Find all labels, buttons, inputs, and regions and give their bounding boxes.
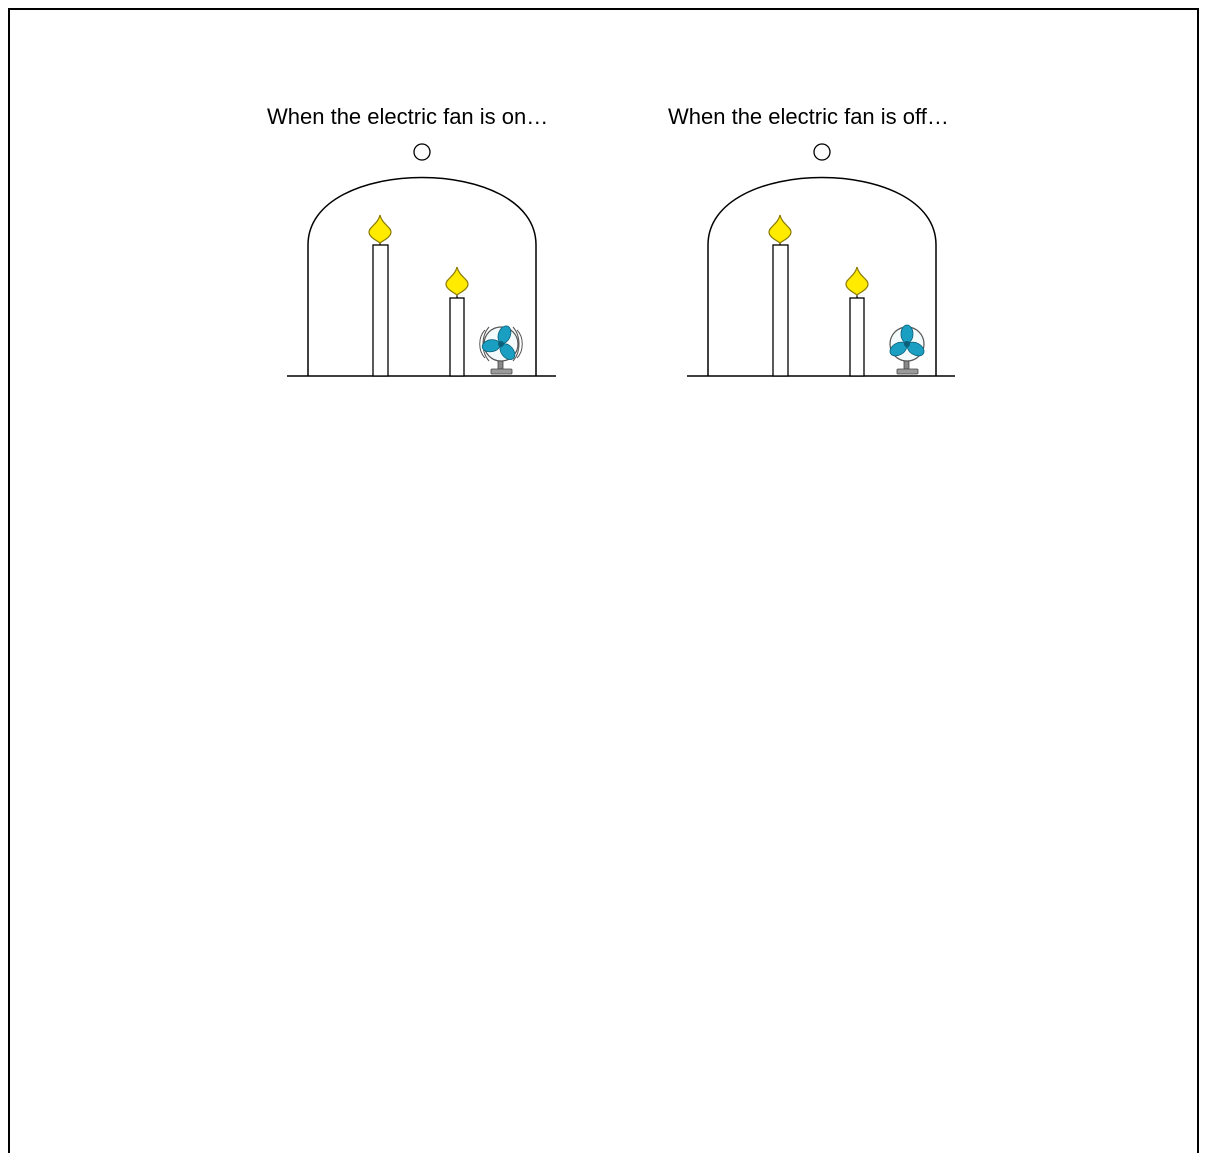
candle-tall-icon <box>769 215 791 376</box>
fan-base <box>897 369 918 374</box>
candle-short-icon <box>846 267 868 376</box>
candle-short-flame <box>846 267 868 295</box>
candle-tall-body <box>773 245 788 376</box>
electric-fan-off-icon <box>888 325 927 374</box>
candle-short-body <box>850 298 864 376</box>
bell-jar-knob <box>814 144 830 160</box>
candle-tall-flame <box>769 215 791 243</box>
